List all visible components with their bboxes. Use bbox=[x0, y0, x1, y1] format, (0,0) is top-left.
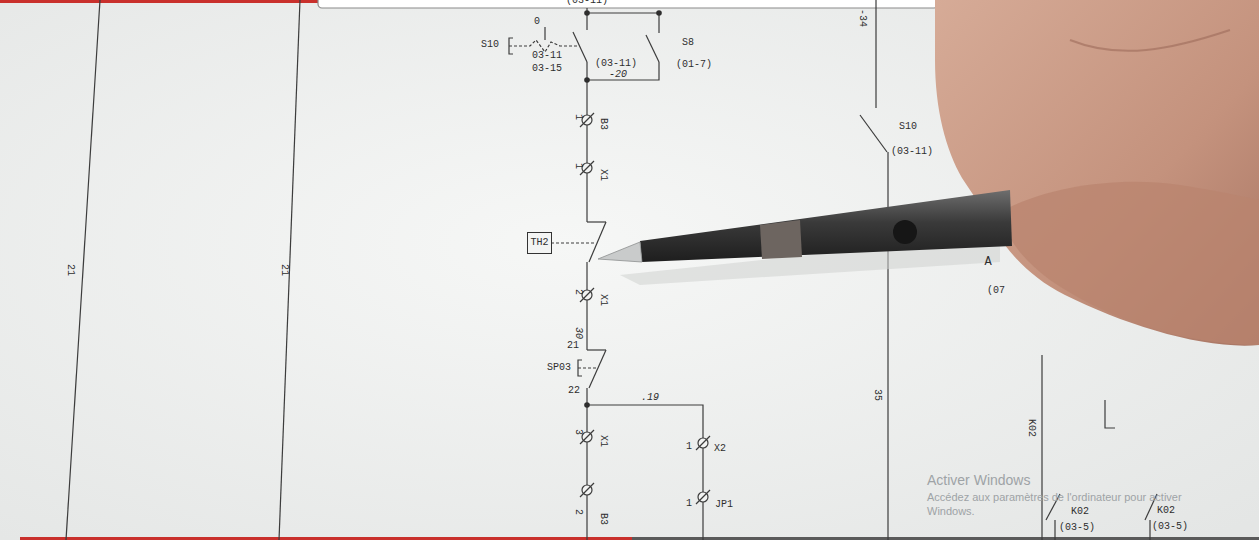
schematic-label: B3 bbox=[598, 513, 608, 525]
pen-tip bbox=[598, 242, 642, 262]
schematic-label: 1 bbox=[573, 163, 583, 169]
schematic-label: (03-11) bbox=[595, 59, 637, 69]
schematic-label: (03-5) bbox=[1059, 523, 1095, 533]
schematic-label: 1 bbox=[573, 114, 583, 120]
title-panel bbox=[318, 0, 938, 8]
schematic-label: X1 bbox=[598, 435, 608, 447]
schematic-label: -34 bbox=[857, 9, 867, 27]
device-tag: TH2 bbox=[530, 238, 548, 248]
schematic-label: S10 bbox=[481, 40, 499, 50]
schematic-label: K02 bbox=[1157, 506, 1175, 516]
terminal-slash bbox=[580, 483, 594, 497]
schematic-label: JP1 bbox=[715, 500, 733, 510]
pen-button bbox=[893, 220, 917, 244]
schematic-label: .19 bbox=[641, 393, 659, 403]
schematic-label: S8 bbox=[682, 38, 694, 48]
junction-dots bbox=[584, 10, 662, 408]
schematic-label: 03-11 bbox=[532, 51, 562, 61]
schematic-label: (03-11) bbox=[566, 0, 608, 6]
schematic-label: SP03 bbox=[547, 363, 571, 373]
progress-bar bbox=[632, 537, 1259, 540]
schematic-label: 30 bbox=[573, 327, 583, 339]
schematic-label: (07 bbox=[987, 286, 1005, 296]
schematic-label: 2 bbox=[573, 289, 583, 295]
schematic-label: B3 bbox=[598, 118, 608, 130]
schematic-label: 2 bbox=[573, 509, 583, 515]
schematic-label: K02 bbox=[1071, 507, 1089, 517]
schematic-label: X1 bbox=[598, 294, 608, 306]
schematic-label: -20 bbox=[609, 70, 627, 80]
schematic-label: 3 bbox=[573, 429, 583, 435]
schematic-label: 1 bbox=[686, 442, 692, 452]
schematic-label: (03-11) bbox=[891, 147, 933, 157]
watermark-text: Activer Windows bbox=[927, 472, 1030, 490]
schematic-label: K02 bbox=[1026, 419, 1036, 437]
schematic-label: S10 bbox=[899, 122, 917, 132]
device-box: TH2 bbox=[527, 232, 552, 254]
knuckle-crease bbox=[1070, 30, 1230, 51]
schematic-label: X1 bbox=[598, 169, 608, 181]
schematic-label: A bbox=[984, 256, 991, 268]
schematic-label: 1 bbox=[686, 499, 692, 509]
schematic-label: 21 bbox=[65, 264, 75, 276]
schematic-label: 0 bbox=[534, 17, 540, 27]
watermark-text: Accédez aux paramètres de l'ordinateur p… bbox=[927, 491, 1189, 519]
terminal-symbols bbox=[580, 113, 710, 504]
progress-bar bbox=[20, 537, 632, 540]
schematic-label: 35 bbox=[872, 389, 882, 401]
terminal-slash bbox=[696, 490, 710, 504]
schematic-label: X2 bbox=[714, 444, 726, 454]
hand bbox=[935, 0, 1259, 346]
hand-finger bbox=[1000, 182, 1259, 345]
pen-grip bbox=[760, 220, 802, 259]
schematic-label: 21 bbox=[567, 341, 579, 351]
schematic-label: 03-15 bbox=[532, 64, 562, 74]
schematic-label: (03-5) bbox=[1152, 522, 1188, 532]
pen-body bbox=[640, 190, 1012, 262]
schematic-label: 21 bbox=[279, 264, 289, 276]
terminal-slash bbox=[696, 436, 710, 450]
schematic-label: 22 bbox=[568, 386, 580, 396]
schematic-label: (01-7) bbox=[676, 60, 712, 70]
